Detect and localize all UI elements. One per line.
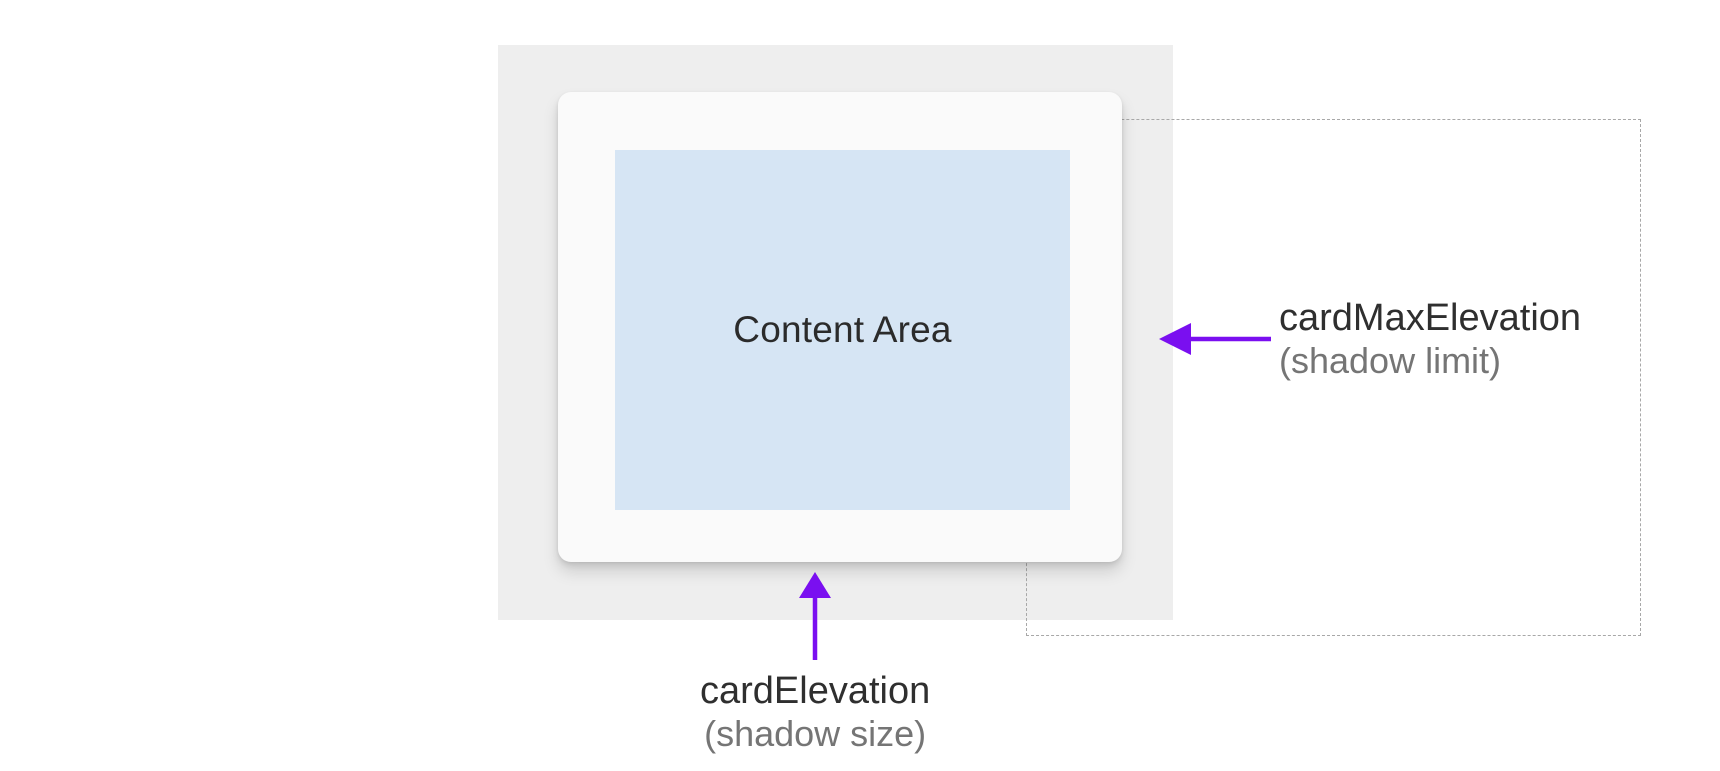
annotation-title: cardElevation: [700, 670, 931, 712]
annotation-subtitle: (shadow size): [704, 713, 927, 755]
annotation-card-max-elevation: cardMaxElevation (shadow limit): [1155, 297, 1581, 381]
annotation-card-elevation-text: cardElevation (shadow size): [700, 670, 930, 754]
content-area: Content Area: [615, 150, 1070, 510]
annotation-card-elevation: cardElevation (shadow size): [700, 570, 930, 754]
annotation-subtitle: (shadow limit): [1279, 340, 1502, 382]
arrow-up-icon: [799, 572, 832, 660]
content-area-label: Content Area: [733, 309, 952, 350]
annotation-card-max-elevation-text: cardMaxElevation (shadow limit): [1279, 297, 1581, 381]
annotation-title: cardMaxElevation: [1279, 297, 1582, 339]
arrow-left-icon: [1159, 323, 1271, 356]
